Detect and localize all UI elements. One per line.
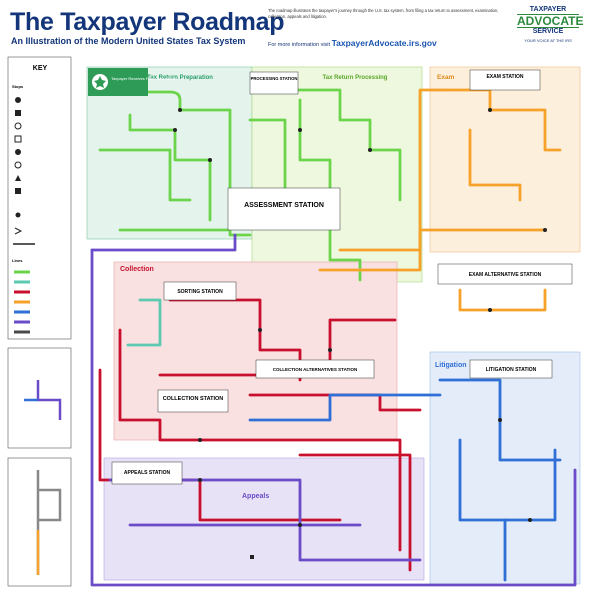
logo-tagline: YOUR VOICE AT THE IRS [524, 38, 572, 43]
zone-litigation-label: Litigation [435, 362, 467, 369]
tas-logo: TAXPAYER ADVOCATE SERVICE YOUR VOICE AT … [517, 6, 584, 44]
orange-line-5 [468, 128, 522, 202]
zone-collection-label: Collection [120, 266, 154, 273]
purple-line-2 [90, 233, 237, 252]
red-line-6 [298, 453, 412, 572]
collection-alternatives-box [255, 359, 375, 379]
station-boxes: Taxpayer Receives Filing Information PRO… [88, 68, 573, 485]
exam-alternative-label: EXAM ALTERNATIVE STATION [469, 272, 542, 278]
green-line-6 [248, 118, 287, 192]
litigation-station-label: LITIGATION STATION [486, 367, 537, 373]
blue-line-3 [248, 393, 442, 422]
green-line-3 [98, 148, 192, 202]
zone-preparation-label: Tax Return Preparation [147, 75, 213, 81]
exam-alternative-box [437, 263, 573, 285]
red-line-3 [158, 318, 397, 377]
more-info: For more information visit TaxpayerAdvoc… [268, 38, 437, 48]
red-line-5 [248, 393, 422, 412]
teal-line-1 [126, 298, 162, 347]
exam-station-box [469, 69, 541, 91]
litigation-station-box [469, 359, 553, 379]
key-stop-symbols [13, 97, 35, 245]
key-example-panel [7, 347, 72, 449]
page-title: The Taxpayer Roadmap [10, 8, 285, 36]
appeals-station-box [111, 461, 183, 485]
processing-station-box [249, 71, 299, 95]
sorting-station-box [163, 281, 237, 301]
logo-line-1: TAXPAYER [529, 6, 567, 13]
blue-line-2 [458, 438, 557, 522]
key-lines-label: Lines [12, 258, 23, 263]
zone-exam-label: Exam [437, 74, 455, 81]
zone-exam [429, 66, 581, 253]
zone-processing-label: Tax Return Processing [323, 75, 388, 81]
red-line-2 [118, 328, 402, 552]
start-label: Taxpayer Receives Filing Information [111, 76, 177, 81]
intro-text: The roadmap illustrates the taxpayer's j… [268, 8, 499, 20]
zone-collection [113, 261, 398, 441]
assessment-station-box [227, 187, 341, 231]
more-info-link[interactable]: TaxpayerAdvocate.irs.gov [331, 38, 437, 48]
key-example-line [36, 380, 62, 420]
processing-station-label: PROCESSING STATION [251, 76, 298, 81]
assessment-station-label: ASSESSMENT STATION [244, 202, 324, 209]
page-subtitle: An Illustration of the Modern United Sta… [11, 36, 246, 46]
stop-markers [173, 108, 547, 559]
purple-line-3 [108, 478, 422, 562]
orange-line-2 [338, 88, 442, 252]
more-info-prefix: For more information visit [268, 42, 331, 48]
orange-line-3 [318, 228, 547, 272]
key-line-swatches [14, 270, 30, 334]
orange-line-4 [458, 288, 547, 312]
zone-processing [251, 66, 423, 283]
sorting-station-label: SORTING STATION [177, 289, 223, 295]
logo-line-2: ADVOCATE [517, 14, 584, 28]
zone-appeals-label: Appeals [242, 493, 269, 500]
collection-alternatives-label: COLLECTION ALTERNATIVES STATION [273, 367, 358, 372]
green-line-4 [268, 88, 402, 202]
green-line-2 [128, 113, 212, 222]
collection-station-label: COLLECTION STATION [163, 396, 224, 402]
key-stops-label: Stops [12, 84, 24, 89]
logo-line-3: SERVICE [532, 28, 564, 35]
purple-line-1 [90, 248, 577, 587]
collection-station-box [157, 389, 229, 413]
green-line-1 [138, 90, 252, 237]
key-title: KEY [33, 65, 48, 72]
key-transfer-panel [7, 457, 72, 587]
appeals-station-label: APPEALS STATION [124, 470, 171, 476]
key-transfer-loop [38, 488, 62, 522]
exam-station-label: EXAM STATION [486, 74, 523, 80]
star-icon [94, 76, 106, 88]
